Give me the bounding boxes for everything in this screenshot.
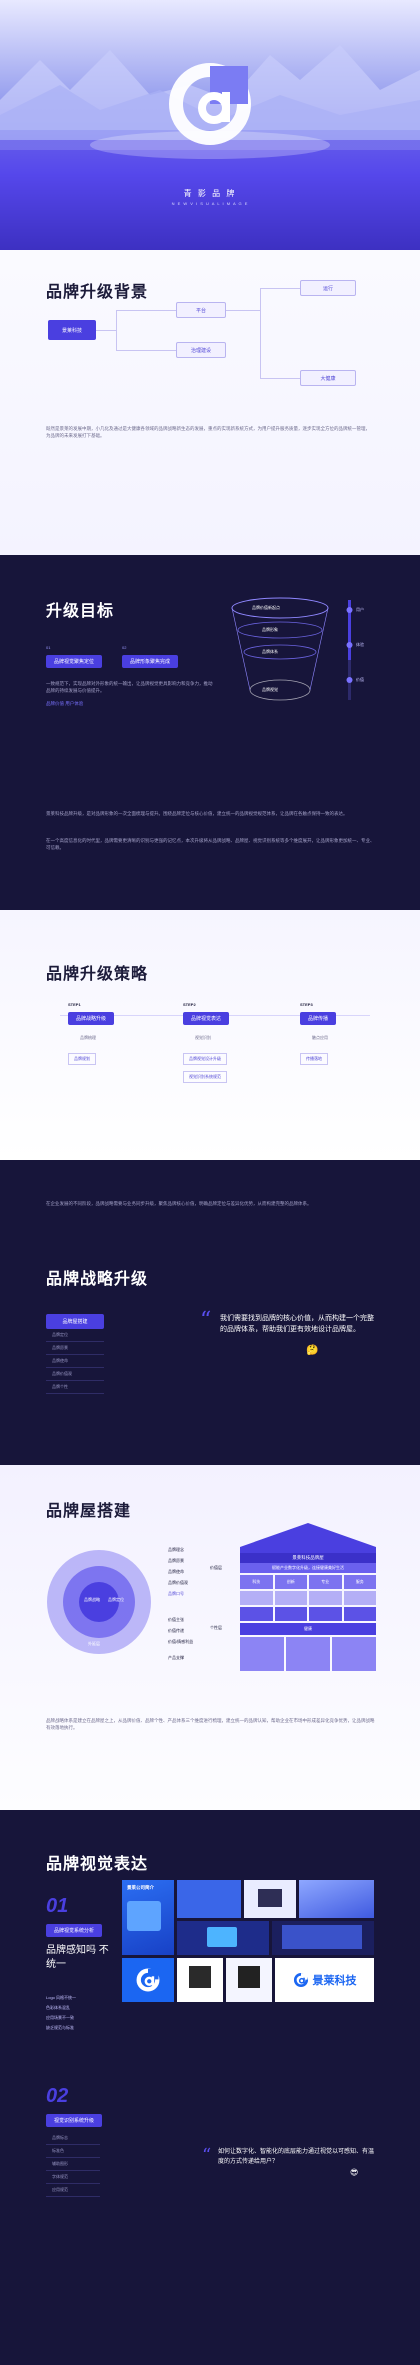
outer-label: 外延层	[88, 1641, 100, 1646]
background-section: 品牌升级背景 景莱科技 平台 治理建设 运行 大健康 既然是景莱的发展中期，小几…	[0, 250, 420, 555]
section-title: 品牌升级策略	[46, 966, 149, 983]
brand-logo	[168, 62, 252, 146]
strategy-step-1: STEP1 品牌战略升级 品牌梳理 品牌规划	[68, 1002, 115, 1065]
tree-mid-2: 治理建设	[176, 342, 226, 358]
sec1-heading: 品牌感知吗 不统一	[46, 1945, 109, 1970]
goals-desc-highlight: 品牌价值 用户体验	[46, 701, 84, 706]
group-label-2: 个性层	[210, 1625, 222, 1630]
upgrade-quote: 我们需要找到品牌的核心价值，从而构建一个完整的品牌体系，帮助我们更有效地设计品牌…	[220, 1315, 374, 1334]
sec2-list: 品牌标志 标准色 辅助图形 字体规范 应用规范	[46, 2132, 100, 2197]
hero-subtitle: N E W V I S U A L I M A G E	[171, 201, 249, 206]
cone-label-3: 品牌体系	[262, 649, 278, 654]
section-title: 品牌屋搭建	[46, 1503, 132, 1520]
goals-text-1: 景莱科技品牌升级，是对品牌形象的一次全面梳理与提升。围绕品牌定位与核心价值，建立…	[46, 811, 348, 816]
background-text: 既然是景莱的发展中期，小几化及通过是大健康各领域的品牌战略新生态的发展，重点的实…	[46, 426, 370, 439]
collage-card-10: 景莱科技	[275, 1958, 374, 2002]
house-section: 品牌屋搭建 品牌战略 品牌定位 外延层 品牌理念 品牌愿景 品牌使命 品牌价值观…	[0, 1465, 420, 1810]
collage-card-9	[226, 1958, 272, 2002]
cone-label-1: 品牌价值新起点	[252, 605, 280, 610]
cone-label-4: 品牌视觉	[262, 687, 278, 692]
quote-mark: “	[200, 1308, 212, 1333]
collage-card-4	[299, 1880, 374, 1918]
cool-emoji: 😎	[350, 2168, 359, 2177]
circle-diagram	[47, 1550, 151, 1654]
tree-mid-1: 平台	[176, 302, 226, 318]
collage-card-2	[177, 1880, 241, 1918]
right-label-2: 体验	[356, 642, 364, 647]
section-title: 品牌战略升级	[46, 1271, 149, 1288]
hero-section: 青 影 品 牌 N E W V I S U A L I M A G E	[0, 0, 420, 250]
bottom-label: 产品支撑	[168, 1655, 184, 1660]
goals-section: 升级目标 01 品牌视觉聚焦定位 02 品牌形象聚焦完成 一致规范下，实现品牌对…	[0, 555, 420, 910]
house-menu: 品牌屋搭建 品牌定位 品牌愿景 品牌使命 品牌价值观 品牌个性	[46, 1310, 104, 1394]
strategic-upgrade-section: 在企业发展的不同阶段，品牌战略需要与业务同步升级，聚焦品牌核心价值，明确品牌定位…	[0, 1160, 420, 1465]
thinking-emoji: 🤔	[306, 1345, 319, 1356]
circle-label-2: 品牌定位	[108, 1597, 124, 1602]
lower-label-list: 价值主张 价值传递 价值/情感利益	[168, 1617, 194, 1644]
cone-diagram	[231, 597, 353, 701]
quote-mark: “	[202, 2145, 212, 2166]
collage-card-3	[244, 1880, 296, 1918]
section-title: 品牌视觉表达	[46, 1856, 149, 1873]
mid-label-list: 品牌理念 品牌愿景 品牌使命 品牌价值观 品牌口号	[168, 1547, 188, 1596]
sec1-list: Logo 风格不统一 色彩体系混乱 应用场景不一致 缺乏规范与标准	[46, 1995, 77, 2030]
section-title: 升级目标	[46, 603, 115, 620]
tree-right-2: 大健康	[300, 370, 356, 386]
strategy-step-3: STEP3 品牌传播 触点应用 传播落地	[300, 1002, 337, 1065]
strategy-section: 品牌升级策略 STEP1 品牌战略升级 品牌梳理 品牌规划 STEP2 品牌视觉…	[0, 910, 420, 1160]
brand-house: 景莱科技品牌屋 赋能产业数字化升级，连接健康美好生活 科技 创新 专业 服务 健…	[240, 1523, 376, 1671]
goals-text-2: 在一个高度信息化的时代里，品牌需要更清晰的识别与更强的记忆点，本次升级将从品牌战…	[46, 838, 375, 851]
goals-desc: 一致规范下，实现品牌对外形象的统一输出，让品牌视觉更具影响力和竞争力，推动品牌的…	[46, 681, 213, 694]
group-label-1: 价值层	[210, 1565, 222, 1570]
tree-root: 景莱科技	[48, 320, 96, 340]
sec1-num: 01	[46, 1895, 69, 1917]
sec2-num: 02	[46, 2085, 69, 2107]
right-label-1: 用户	[356, 607, 364, 612]
circle-label-1: 品牌战略	[84, 1597, 100, 1602]
tree-right-1: 运行	[300, 280, 356, 296]
collage-card-1: 景莱公司简介	[122, 1880, 174, 1955]
sec2-pill: 视觉识别系统升级	[46, 2114, 103, 2127]
visual-quote: 如何让数字化、智能化的底层能力通过视觉以可感知、有温度的方式传递给用户？	[218, 2149, 375, 2165]
collage-card-8	[177, 1958, 223, 2002]
goal-item-1: 01 品牌视觉聚焦定位	[46, 645, 103, 668]
right-label-3: 价值	[356, 677, 364, 682]
sec1-pill: 品牌视觉系统分析	[46, 1924, 103, 1937]
section-title: 品牌升级背景	[46, 284, 149, 301]
collage-card-5	[177, 1921, 269, 1955]
collage-card-6	[272, 1921, 374, 1955]
hero-title: 青 影 品 牌	[183, 189, 237, 198]
strategy-step-2: STEP2 品牌视觉表达 视觉识别 品牌视觉设计升级 视觉识别系统规范	[183, 1002, 230, 1083]
visual-section: 品牌视觉表达 01 品牌视觉系统分析 品牌感知吗 不统一 Logo 风格不统一 …	[0, 1810, 420, 2365]
cone-label-2: 品牌形象	[262, 627, 278, 632]
upgrade-intro: 在企业发展的不同阶段，品牌战略需要与业务同步升级，聚焦品牌核心价值，明确品牌定位…	[46, 1201, 312, 1206]
goal-item-2: 02 品牌形象聚焦完成	[122, 645, 179, 668]
house-text: 品牌战略体系是建立在品牌屋之上，从品牌价值、品牌个性、产品体系三个维度进行梳理，…	[46, 1718, 375, 1731]
collage-card-7	[122, 1958, 174, 2002]
